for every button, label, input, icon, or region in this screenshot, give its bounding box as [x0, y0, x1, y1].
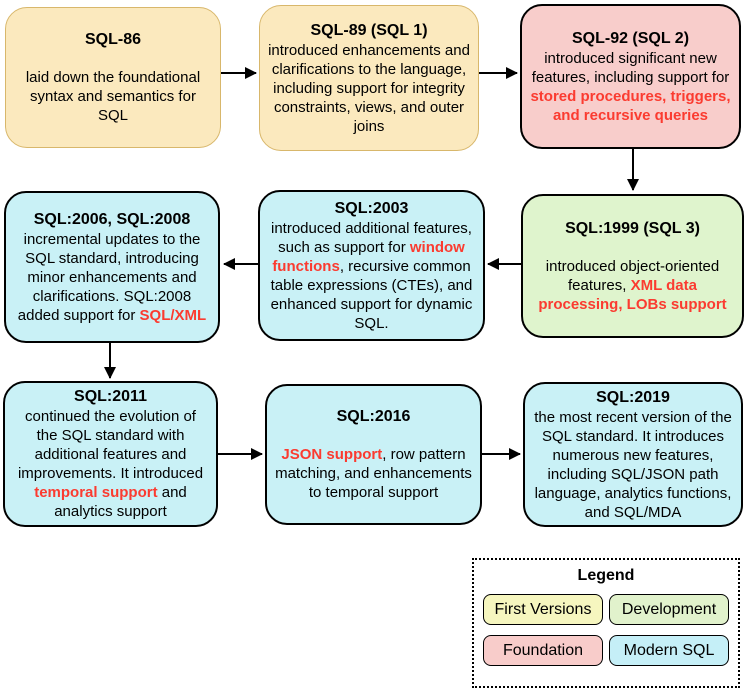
- node-body: the most recent version of the SQL stand…: [534, 408, 732, 521]
- node-body: introduced object-oriented features, XML…: [538, 257, 727, 313]
- legend: Legend First Versions Development Founda…: [472, 558, 740, 688]
- node-title: SQL:1999 (SQL 3): [565, 219, 700, 237]
- node-sql-2019: SQL:2019 the most recent version of the …: [523, 382, 743, 527]
- node-body: introduced significant new features, inc…: [530, 49, 731, 124]
- node-sql-2011: SQL:2011 continued the evolution of the …: [3, 381, 218, 527]
- node-body: introduced additional features, such as …: [270, 219, 473, 332]
- node-sql-89: SQL-89 (SQL 1) introduced enhancements a…: [259, 5, 479, 151]
- node-title: SQL:2006, SQL:2008: [33, 210, 191, 228]
- node-sql-2006-2008: SQL:2006, SQL:2008 incremental updates t…: [4, 191, 220, 343]
- node-body: incremental updates to the SQL standard,…: [17, 230, 207, 324]
- node-title: SQL-89 (SQL 1): [310, 21, 428, 39]
- node-body: JSON support, row pattern matching, and …: [275, 446, 472, 501]
- node-sql-2003: SQL:2003 introduced additional features,…: [258, 190, 485, 341]
- node-title: SQL:2019: [596, 388, 670, 406]
- node-sql-86: SQL-86 laid down the foundational syntax…: [5, 7, 221, 148]
- node-sql-1999: SQL:1999 (SQL 3) introduced object-orien…: [521, 194, 744, 338]
- node-title: SQL-86: [84, 31, 141, 48]
- node-body: laid down the foundational syntax and se…: [25, 69, 201, 124]
- node-title: SQL:2016: [336, 408, 411, 425]
- node-sql-92: SQL-92 (SQL 2) introduced significant ne…: [520, 4, 741, 149]
- node-title: SQL-92 (SQL 2): [571, 29, 690, 47]
- legend-chip-foundation: Foundation: [483, 635, 603, 666]
- node-body: continued the evolution of the SQL stand…: [17, 408, 204, 520]
- legend-chip-modern-sql: Modern SQL: [609, 635, 729, 666]
- node-sql-2016: SQL:2016 JSON support, row pattern match…: [265, 384, 482, 525]
- node-body: introduced enhancements and clarificatio…: [268, 41, 470, 135]
- legend-chip-development: Development: [609, 594, 729, 625]
- node-title: SQL:2003: [334, 199, 409, 217]
- legend-chip-first-versions: First Versions: [483, 594, 603, 625]
- legend-title: Legend: [577, 567, 635, 584]
- node-title: SQL:2011: [74, 388, 147, 405]
